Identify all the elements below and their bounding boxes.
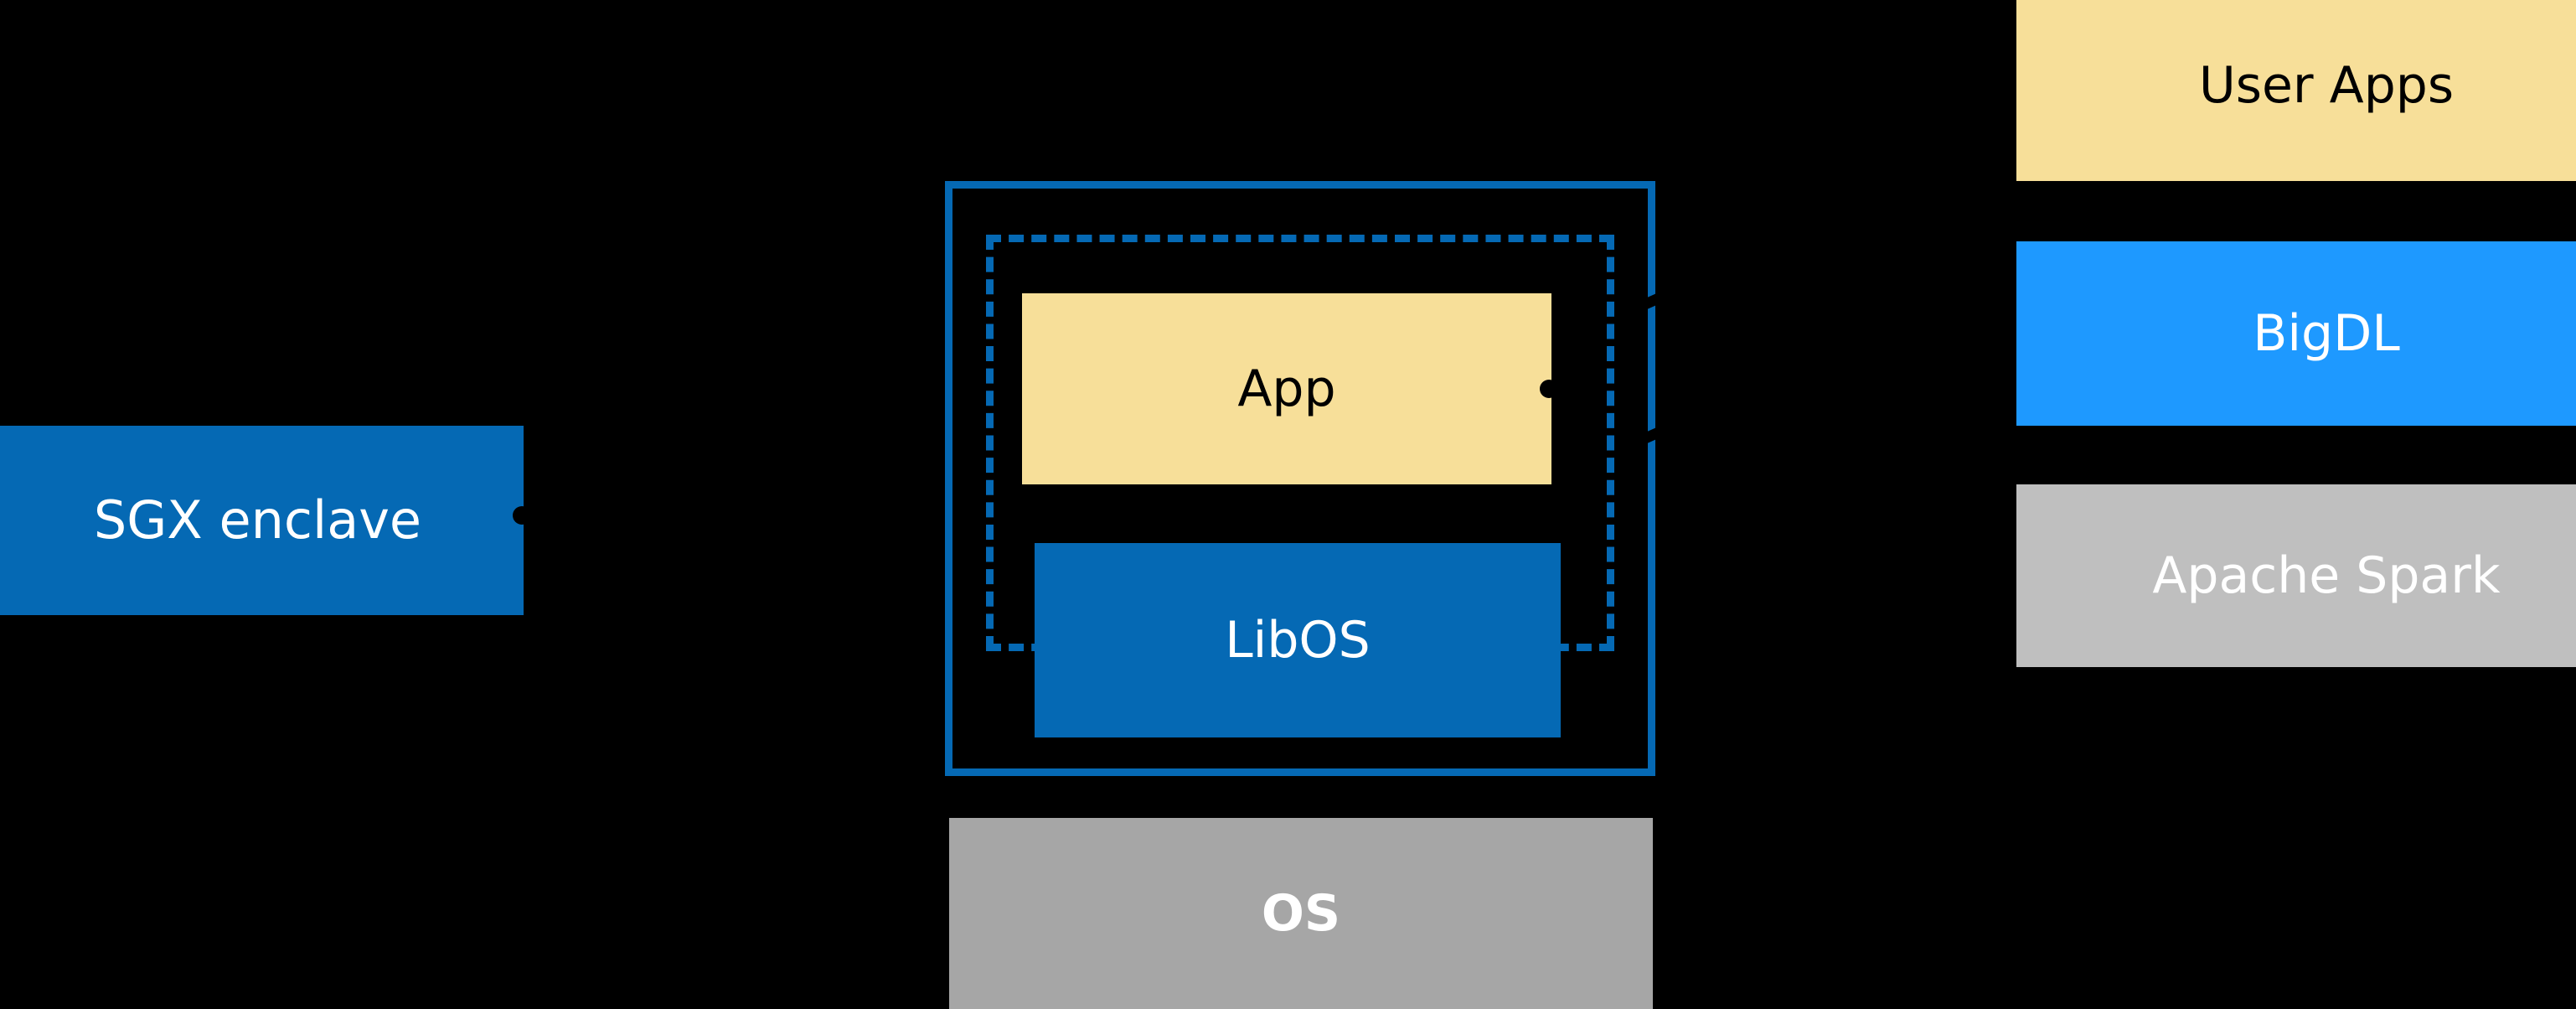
sgx-enclave-box: SGX enclave	[0, 426, 524, 615]
libos-box: LibOS	[1035, 543, 1561, 737]
os-box: OS	[949, 818, 1653, 1009]
user-apps-box: User Apps	[2016, 0, 2576, 181]
app-connector-arrow-icon	[1540, 380, 1558, 398]
sgx-connector-arrow-icon	[513, 506, 531, 525]
apache-spark-box: Apache Spark	[2016, 484, 2576, 667]
enclave-outer-boundary	[945, 181, 1655, 776]
bigdl-box: BigDL	[2016, 241, 2576, 426]
app-box: App	[1022, 293, 1551, 484]
